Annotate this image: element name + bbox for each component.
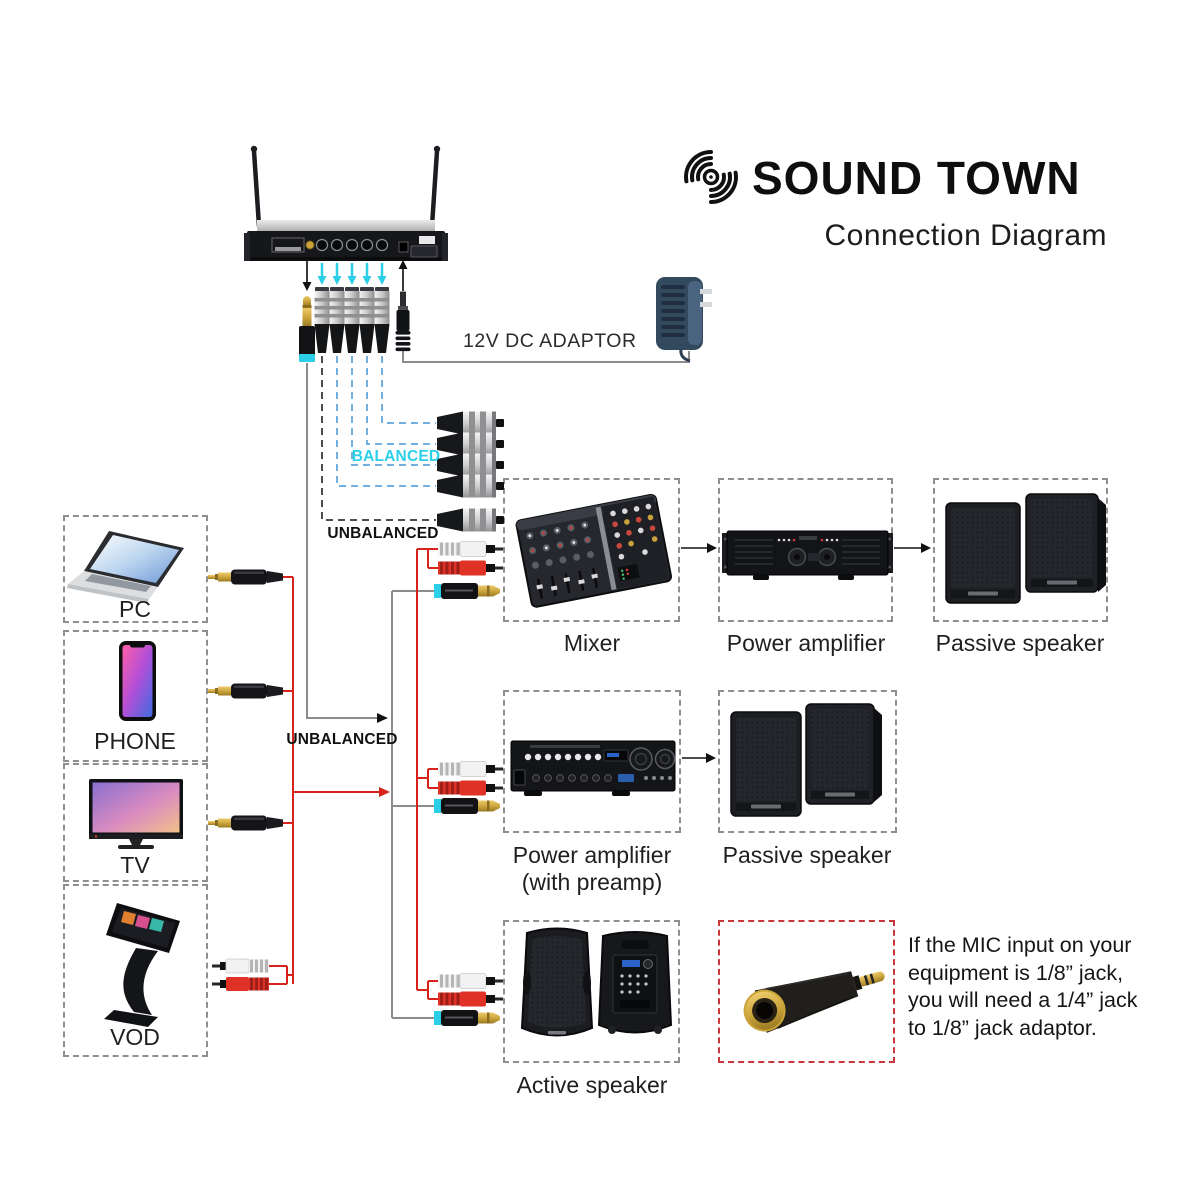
note-line-3: you will need a 1/4” jack (908, 988, 1138, 1012)
dc-in-arrow-icon (398, 260, 408, 291)
passive-speaker-box-1 (933, 478, 1108, 622)
rca-plug-red-mixer (438, 560, 503, 576)
preamp-label-line1: Power amplifier (512, 842, 672, 868)
note-line-1: If the MIC input on your (908, 933, 1132, 957)
unbalanced-dashed-wire (321, 356, 436, 521)
quarter-inch-plug-main (299, 296, 315, 362)
aux-jack-pc (208, 569, 283, 585)
trs-jack-preamp (434, 798, 500, 814)
passive-speaker-label-2: Passive speaker (722, 842, 892, 868)
source-bus-wires (268, 548, 439, 1000)
xlr-adaptor-5 (374, 287, 390, 353)
vod-box (63, 884, 208, 1057)
phone-box (63, 630, 208, 762)
rca-plug-white-active (438, 973, 503, 989)
red-bus-arrowhead (379, 787, 390, 797)
rca-plug-white-mixer (438, 541, 503, 557)
brand-subtitle: Connection Diagram (824, 219, 1107, 252)
xlr-adaptor-1 (314, 287, 330, 353)
trs-jack-active (434, 1010, 500, 1026)
active-speaker-label: Active speaker (516, 1072, 668, 1098)
power-amplifier-box (718, 478, 893, 622)
unbalanced-xlr-cable (437, 508, 504, 532)
rca-plug-white-vod (212, 958, 269, 974)
passive-speaker-box-2 (718, 690, 897, 833)
power-amplifier-label: Power amplifier (726, 630, 886, 656)
pc-box (63, 515, 208, 623)
xlr-adaptor-2 (329, 287, 345, 353)
balanced-label: BALANCED (351, 448, 441, 465)
balanced-dashed-wires (336, 356, 436, 487)
tv-box (63, 763, 208, 882)
rca-plug-red-vod (212, 977, 269, 991)
note-line-2: equipment is 1/8” jack, (908, 960, 1124, 985)
adaptor-note-text: If the MIC input on your equipment is 1/… (908, 932, 1137, 1042)
balanced-xlr-cable-3 (437, 453, 504, 477)
aux-jack-phone (208, 683, 283, 699)
rca-plug-red-preamp (438, 780, 503, 796)
unbalanced-label-mid: UNBALANCED (286, 731, 398, 748)
balanced-xlr-cable-4 (437, 474, 504, 498)
mic-out-arrow-icon (302, 261, 312, 291)
vod-label: VOD (110, 1024, 160, 1050)
adaptor-note-box (718, 920, 895, 1063)
brand-title: SOUND TOWN (752, 152, 1081, 204)
unbalanced-arrowhead (377, 713, 388, 723)
preamp-box (503, 690, 681, 833)
trs-jack-mixer (434, 583, 500, 599)
dc-adaptor-label: 12V DC ADAPTOR (463, 330, 637, 352)
note-line-4: to 1/8” jack adaptor. (908, 1015, 1097, 1040)
phone-label: PHONE (94, 728, 176, 754)
mixer-box (503, 478, 680, 622)
ac-power-adapter (656, 277, 712, 363)
rca-plug-red-active (438, 991, 503, 1007)
xlr-adaptor-4 (359, 287, 375, 353)
receiver-output-arrows (317, 263, 387, 285)
preamp-label-line2: (with preamp) (521, 869, 663, 895)
wireless-receiver (244, 145, 448, 261)
xlr-adaptor-3 (344, 287, 360, 353)
passive-speaker-label-1: Passive speaker (935, 630, 1105, 656)
rca-plug-white-preamp (438, 761, 503, 777)
tv-label: TV (120, 852, 150, 878)
brand-logo-icon (684, 150, 738, 204)
balanced-xlr-cable-2 (437, 432, 504, 456)
pc-label: PC (119, 596, 151, 622)
balanced-xlr-cable-1 (437, 411, 504, 435)
active-speaker-box (503, 920, 680, 1063)
aux-jack-tv (208, 815, 283, 831)
unbalanced-label-top: UNBALANCED (327, 525, 439, 542)
dc-plug (395, 291, 411, 352)
mixer-label: Mixer (563, 630, 621, 656)
